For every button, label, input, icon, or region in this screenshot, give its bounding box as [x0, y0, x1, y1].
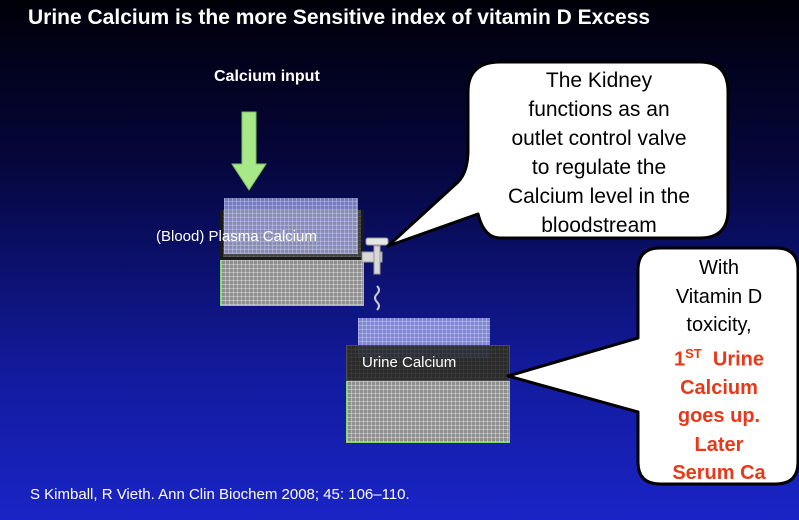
- ordinal-suffix: ST: [685, 345, 702, 361]
- toxicity-red-text: Urine: [712, 348, 764, 371]
- kidney-callout-line: Calcium level in the: [507, 185, 691, 208]
- toxicity-callout-line: Later: [694, 433, 744, 456]
- urine-fluid-band: [346, 345, 510, 381]
- toxicity-callout-line: 1ST Urine: [646, 340, 792, 374]
- toxicity-callout-line: goes up.: [677, 405, 761, 428]
- toxicity-callout-line: Vitamin D: [675, 285, 763, 308]
- toxicity-callout-line: toxicity,: [686, 314, 752, 336]
- citation: S Kimball, R Vieth. Ann Clin Biochem 200…: [30, 486, 410, 503]
- calcium-input-label: Calcium input: [214, 68, 320, 85]
- ordinal-number: 1: [674, 348, 686, 371]
- toxicity-callout-line: With: [699, 257, 739, 279]
- toxicity-callout-text: With Vitamin D toxicity, 1ST Urine Calci…: [646, 254, 792, 488]
- toxicity-callout-line: Serum Ca: [672, 462, 766, 485]
- kidney-callout-line: bloodstream: [541, 214, 657, 237]
- plasma-fluid-top: [224, 198, 358, 254]
- kidney-callout-line: outlet control valve: [511, 127, 687, 150]
- urine-label: Urine Calcium: [362, 354, 457, 371]
- kidney-callout-line: The Kidney: [545, 69, 653, 92]
- slide-title: Urine Calcium is the more Sensitive inde…: [28, 6, 651, 29]
- kidney-callout-line: to regulate the: [531, 156, 667, 179]
- kidney-callout-text: The Kidney functions as an outlet contro…: [486, 66, 712, 240]
- toxicity-callout-line: Calcium: [680, 376, 758, 399]
- kidney-callout-line: functions as an: [528, 98, 670, 121]
- plasma-label: (Blood) Plasma Calcium: [156, 228, 317, 245]
